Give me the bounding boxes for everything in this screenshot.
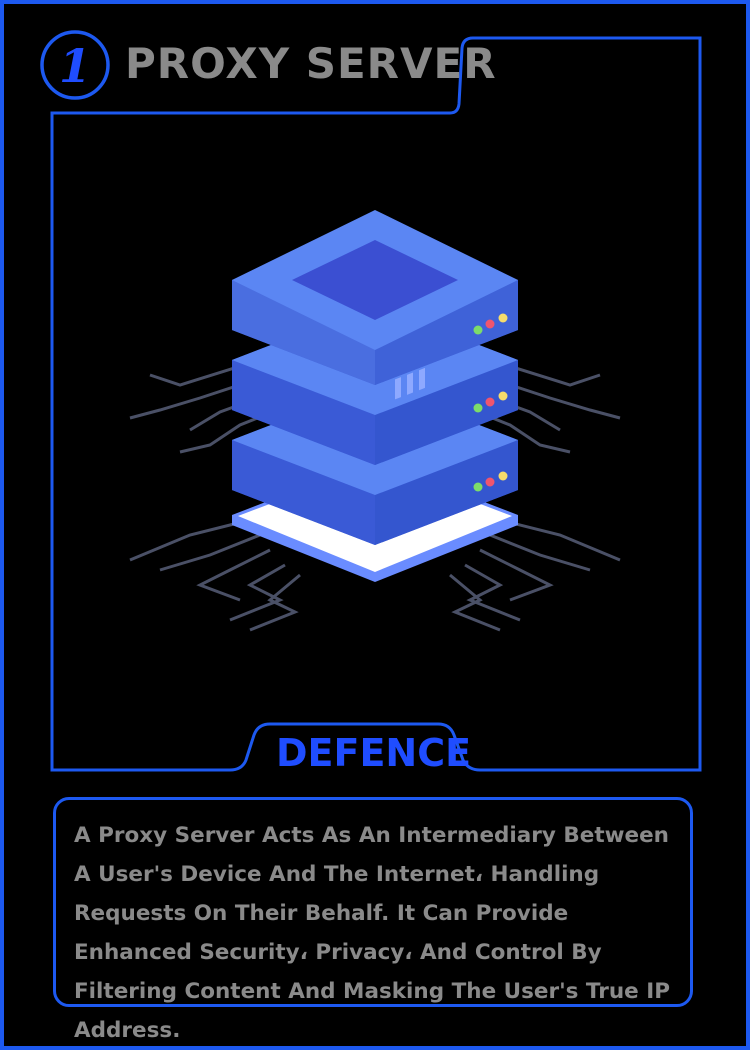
card-description: A Proxy Server Acts As An Intermediary B… [74, 823, 670, 1043]
server-unit-1 [232, 210, 518, 385]
server-rack-icon [129, 210, 621, 632]
card-description-box: A Proxy Server Acts As An Intermediary B… [53, 797, 693, 1043]
card-number: 1 [59, 39, 91, 93]
card-number-badge: 1 [40, 30, 110, 100]
card-type-label: DEFENCE [276, 731, 472, 775]
card-title: PROXY SERVER [125, 39, 497, 88]
